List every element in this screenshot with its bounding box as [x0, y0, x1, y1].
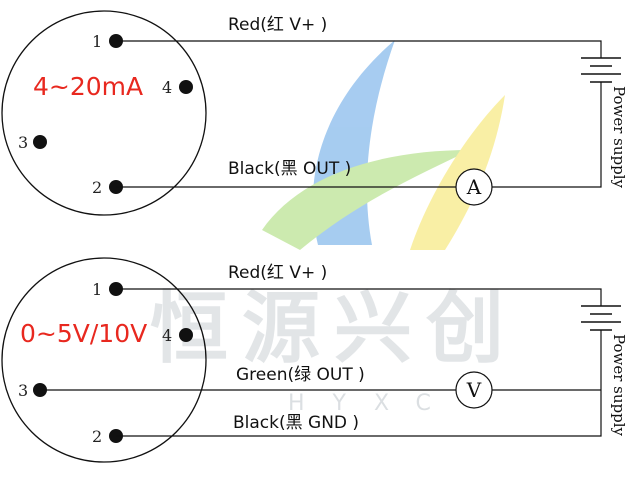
bottom-black-wire: [116, 330, 602, 437]
voltmeter-letter: V: [466, 378, 482, 402]
ammeter-symbol: [455, 168, 493, 206]
watermark-chinese-text: 恒源兴创: [150, 284, 518, 374]
bottom-pin-4-number: 4: [162, 326, 172, 345]
top-red-wire: [116, 40, 602, 58]
top-diagram: 1 4 3 2 4~20mA Red(红 V+ ) Black(黑 OUT ) …: [1, 10, 628, 216]
top-power-supply-label: Power supply: [610, 86, 628, 189]
watermark-green-stroke: [262, 150, 470, 250]
bottom-red-wire-label: Red(红 V+ ): [228, 263, 327, 283]
top-pin-2-number: 2: [92, 178, 102, 197]
watermark-english-text: HYXC: [288, 391, 459, 416]
bottom-black-wire-label: Black(黑 GND ): [233, 413, 359, 433]
bottom-signal-title: 0~5V/10V: [20, 319, 147, 348]
top-red-wire-label: Red(红 V+ ): [228, 15, 327, 35]
voltmeter-symbol: [455, 371, 493, 409]
bottom-pin-1-number: 1: [92, 280, 102, 299]
watermark-yellow-stroke: [410, 95, 505, 250]
bottom-sensor-connector: [1, 257, 207, 463]
watermark-logo: [262, 40, 505, 250]
top-signal-title: 4~20mA: [33, 72, 143, 101]
top-return-wire: [492, 82, 602, 188]
bottom-pin-3-number: 3: [18, 381, 28, 400]
bottom-power-supply-label: Power supply: [610, 334, 628, 437]
top-power-supply-battery-icon: [581, 57, 621, 83]
ammeter-letter: A: [466, 175, 482, 199]
top-pin-3-number: 3: [18, 133, 28, 152]
top-pin-3-dot: [33, 135, 47, 149]
bottom-diagram: 1 4 3 2 0~5V/10V Red(红 V+ ) Green(绿 OUT …: [1, 257, 628, 463]
bottom-pin-4-dot: [179, 328, 193, 342]
bottom-power-supply-battery-icon: [581, 305, 621, 331]
top-sensor-connector: [1, 10, 207, 216]
top-black-wire-label: Black(黑 OUT ): [228, 159, 351, 179]
bottom-green-wire-label: Green(绿 OUT ): [236, 365, 365, 385]
top-pin-4-number: 4: [162, 78, 172, 97]
top-pin-4-dot: [179, 80, 193, 94]
watermark-blue-stroke: [312, 40, 395, 245]
bottom-red-wire: [116, 288, 602, 306]
top-pin-1-number: 1: [92, 32, 102, 51]
bottom-pin-2-number: 2: [92, 427, 102, 446]
